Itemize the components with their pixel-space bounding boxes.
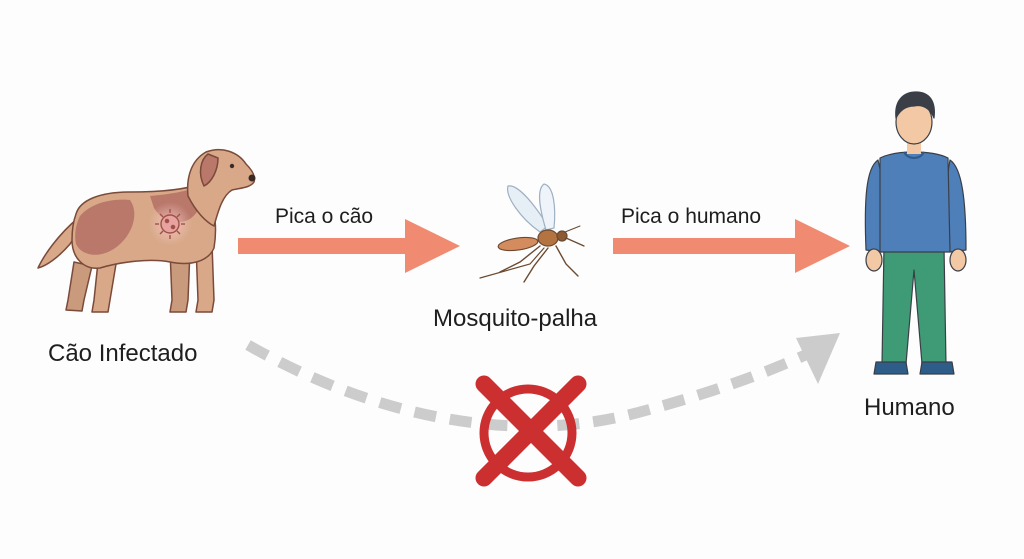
node-label-human: Humano <box>864 394 955 421</box>
edge-label-bites-dog: Pica o cão <box>275 205 374 228</box>
sandfly-mosquito-icon <box>479 183 585 283</box>
edge-label-bites-human: Pica o humano <box>621 205 762 228</box>
human-person-icon <box>864 91 967 375</box>
infected-dog-icon <box>37 148 256 313</box>
germ-icon <box>155 209 185 239</box>
dashed-curved-arrow-line <box>245 340 815 432</box>
node-label-mosquito: Mosquito-palha <box>433 305 598 332</box>
direct-transmission-path <box>245 333 840 432</box>
node-label-infected-dog: Cão Infectado <box>48 340 198 367</box>
arrow-dog-to-mosquito <box>238 219 460 273</box>
arrow-mosquito-to-human <box>613 219 850 273</box>
dashed-arrow-head <box>796 333 840 384</box>
red-crossed-circle-icon <box>475 375 587 487</box>
